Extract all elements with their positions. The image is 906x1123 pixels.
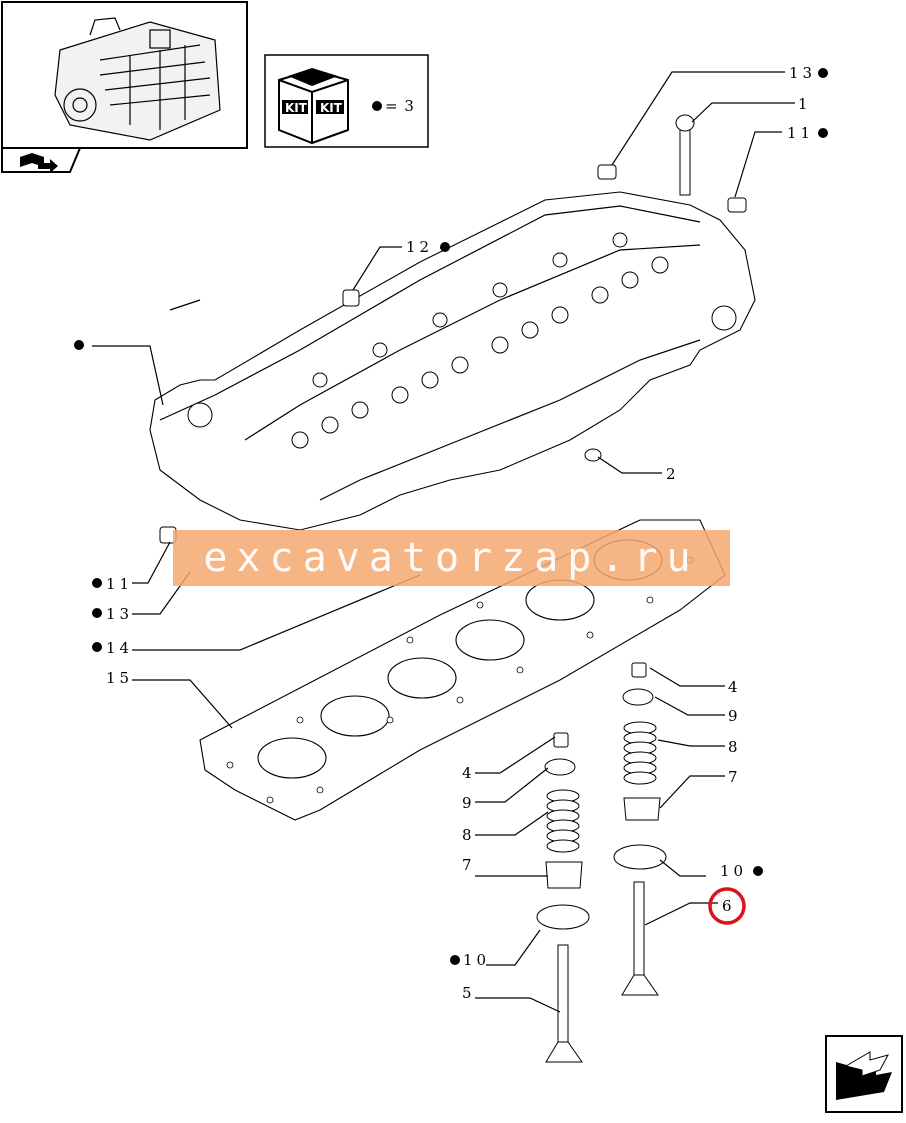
- valve-seat-left: [536, 904, 590, 930]
- bullet-icon: [372, 101, 382, 111]
- valve-assembly-left: [536, 732, 590, 1063]
- callout-14: 14: [106, 639, 133, 657]
- head-gasket: [199, 519, 726, 821]
- callout-8-left: 8: [462, 826, 476, 844]
- bullet-icon: [92, 578, 102, 588]
- valve-spring-left: [546, 789, 580, 853]
- callout-2: 2: [666, 465, 680, 483]
- highlight-circle: [708, 887, 746, 925]
- plug-part-2: [584, 448, 602, 462]
- bullet-icon: [440, 242, 450, 252]
- book-icon: [20, 153, 58, 173]
- engine-thumbnail[interactable]: [1, 1, 248, 173]
- callout-9-left: 9: [462, 794, 476, 812]
- bullet-icon: [92, 642, 102, 652]
- dowel-part-11-top: [727, 197, 747, 213]
- dowel-part-13-top: [597, 164, 617, 180]
- bolt-part-1: [675, 114, 695, 196]
- leader-lines: [92, 71, 795, 1013]
- valve-seal-right: [623, 797, 661, 821]
- arrow-icon: [836, 1051, 892, 1100]
- watermark-band: [173, 530, 730, 586]
- kit-legend: KIT KIT = 3: [264, 54, 429, 148]
- cylinder-head: [149, 191, 756, 531]
- valve-spring-right: [623, 721, 657, 785]
- valve-keeper-right: [631, 662, 647, 678]
- callout-labels: 13 1 11 12 2 11 13 14 15 4 9 8 7 10 6 4 …: [74, 64, 828, 1002]
- bullet-icon: [450, 955, 460, 965]
- spring-retainer-left: [544, 758, 576, 776]
- engine-thumbnail-image: [54, 17, 221, 141]
- watermark-text: excavatorzap.ru: [203, 535, 700, 581]
- callout-10-right: 10: [720, 862, 747, 880]
- callout-13-left: 13: [106, 605, 133, 623]
- valve-seat-right: [613, 844, 667, 870]
- callout-4-left: 4: [462, 764, 476, 782]
- callout-13-top: 13: [789, 64, 816, 82]
- kit-box-icon: KIT KIT: [278, 68, 349, 145]
- callout-5: 5: [462, 984, 476, 1002]
- kit-label-right: KIT: [320, 101, 343, 115]
- callout-10-left: 10: [463, 951, 490, 969]
- valve-assembly-right: [613, 662, 667, 996]
- next-page-button[interactable]: [825, 1035, 903, 1113]
- callout-11-left: 11: [106, 575, 133, 593]
- spring-retainer-right: [622, 688, 654, 706]
- valve-keeper-left: [553, 732, 569, 748]
- callout-9-right: 9: [728, 707, 742, 725]
- kit-equals-text: = 3: [385, 97, 415, 115]
- dowel-part-12: [342, 289, 360, 307]
- callout-8-right: 8: [728, 738, 742, 756]
- callout-1: 1: [798, 95, 812, 113]
- kit-label-left: KIT: [285, 101, 308, 115]
- bullet-icon: [92, 608, 102, 618]
- callout-4-right: 4: [728, 678, 742, 696]
- valve-right: [621, 881, 659, 996]
- callout-7-left: 7: [462, 856, 476, 874]
- valve-seal-left: [545, 861, 583, 889]
- callout-15: 15: [106, 669, 133, 687]
- bullet-icon: [818, 128, 828, 138]
- bullet-icon: [818, 68, 828, 78]
- bullet-icon: [74, 340, 84, 350]
- bullet-icon: [753, 866, 763, 876]
- callout-12: 12: [406, 238, 433, 256]
- callout-7-right: 7: [728, 768, 742, 786]
- callout-6: 6: [722, 897, 736, 915]
- callout-11-top: 11: [787, 124, 814, 142]
- valve-left: [545, 944, 583, 1063]
